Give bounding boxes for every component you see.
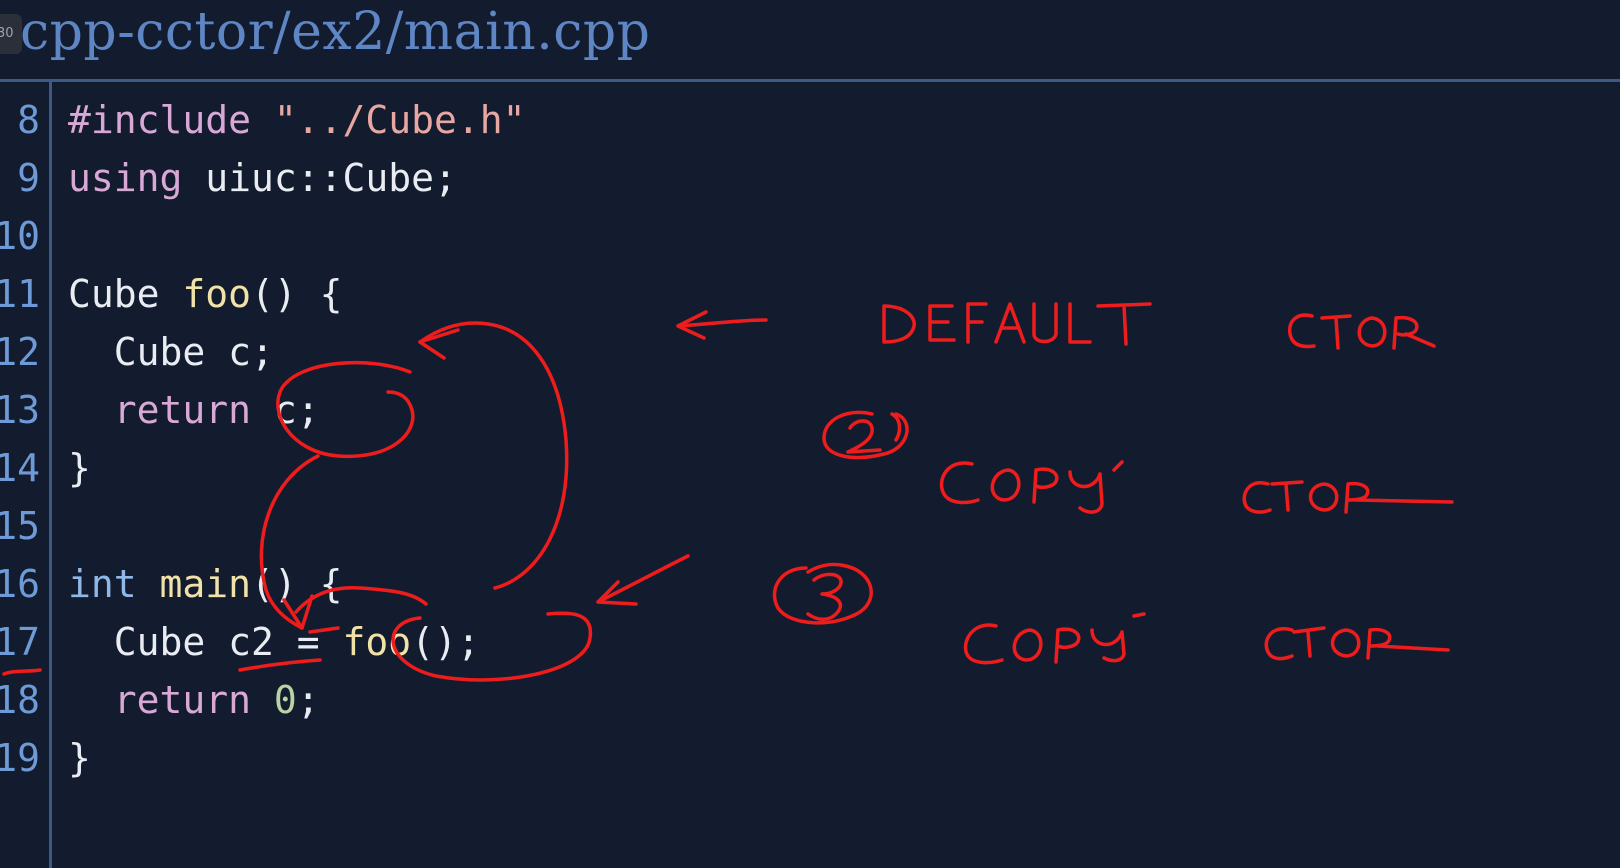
code-token: return [68, 388, 274, 432]
code-token: (); [411, 620, 480, 664]
code-token: int [68, 562, 160, 606]
code-token: "../Cube.h" [273, 98, 526, 142]
code-line: Cube c; [68, 323, 1620, 381]
code-token: return [68, 678, 274, 722]
code-token: main [159, 562, 252, 606]
line-number: 18 [0, 678, 40, 722]
line-number: 9 [17, 156, 40, 200]
timestamp-badge: 30 [0, 14, 22, 54]
code-token: Cube c2 = [68, 620, 343, 664]
file-path-title: cpp-cctor/ex2/main.cpp [20, 2, 651, 62]
line-number: 16 [0, 562, 40, 606]
code-token: #include [68, 98, 274, 142]
code-line [68, 207, 1620, 265]
line-number: 17 [0, 620, 40, 664]
code-token: () { [251, 562, 343, 606]
code-token: Cube c; [68, 330, 274, 374]
line-number: 14 [0, 446, 40, 490]
line-number: 11 [0, 272, 40, 316]
code-token: } [68, 446, 91, 490]
gutter-divider [49, 82, 52, 868]
line-number: 13 [0, 388, 40, 432]
line-number: 10 [0, 214, 40, 258]
line-number: 19 [0, 736, 40, 780]
code-token: } [68, 736, 91, 780]
code-token: using [68, 156, 206, 200]
code-token: uiuc::Cube; [205, 156, 457, 200]
code-line: return 0; [68, 671, 1620, 729]
line-number: 12 [0, 330, 40, 374]
line-number: 15 [0, 504, 40, 548]
code-line: } [68, 729, 1620, 787]
header-divider [0, 79, 1620, 82]
code-token: foo [342, 620, 412, 664]
code-line: Cube foo() { [68, 265, 1620, 323]
line-number-gutter: 8 9 10 11 12 13 14 15 16 17 18 19 [0, 91, 40, 787]
timestamp-badge-text: 30 [0, 26, 14, 41]
code-token: foo [182, 272, 252, 316]
code-area: #include "../Cube.h"using uiuc::Cube;Cub… [68, 91, 1620, 787]
code-line: using uiuc::Cube; [68, 149, 1620, 207]
code-line: } [68, 439, 1620, 497]
code-line: #include "../Cube.h" [68, 91, 1620, 149]
slide-header: 30 cpp-cctor/ex2/main.cpp [0, 0, 1620, 82]
code-token: c; [273, 388, 320, 432]
line-number: 8 [17, 98, 40, 142]
code-token: () { [251, 272, 343, 316]
code-line: Cube c2 = foo(); [68, 613, 1620, 671]
code-line [68, 497, 1620, 555]
code-token: Cube [68, 272, 183, 316]
code-line: return c; [68, 381, 1620, 439]
code-line: int main() { [68, 555, 1620, 613]
code-token: 0 [273, 678, 297, 722]
code-token: ; [296, 678, 320, 722]
